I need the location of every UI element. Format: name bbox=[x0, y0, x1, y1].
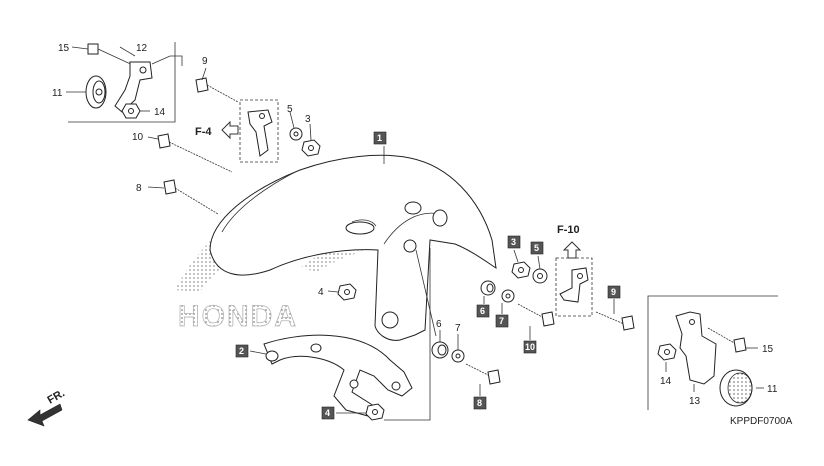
label-7b: 7 bbox=[499, 316, 504, 326]
bracket-2-icon: 2 bbox=[235, 334, 413, 417]
washer-5b-icon: 5 bbox=[530, 241, 548, 284]
front-fender-1-icon: 1 bbox=[209, 131, 497, 341]
label-13: 13 bbox=[689, 396, 701, 407]
bolt-15-icon bbox=[87, 43, 136, 67]
label-11: 11 bbox=[52, 88, 63, 99]
nut-3-icon: 3 bbox=[301, 114, 321, 157]
label-14b: 14 bbox=[660, 376, 672, 387]
label-6: 6 bbox=[436, 319, 442, 330]
washer-5-icon: 5 bbox=[287, 104, 303, 141]
reflector-11-icon: 11 bbox=[719, 369, 778, 407]
label-3b: 3 bbox=[511, 237, 516, 247]
label-11b: 11 bbox=[767, 384, 778, 395]
label-3: 3 bbox=[305, 114, 311, 125]
label-12: 12 bbox=[136, 43, 148, 54]
label-4-lower: 4 bbox=[325, 408, 330, 418]
bolt-8-icon: 8 bbox=[136, 179, 219, 215]
grommet-6b-icon: 6 bbox=[476, 280, 496, 318]
f4-detail: F-4 bbox=[195, 99, 279, 163]
label-15: 15 bbox=[58, 43, 70, 54]
label-5b: 5 bbox=[534, 243, 539, 253]
label-4: 4 bbox=[318, 287, 324, 298]
diagram-code: KPPDF0700A bbox=[730, 416, 793, 427]
f10-detail: F-10 bbox=[555, 224, 593, 317]
watermark-text: HONDA bbox=[178, 300, 298, 333]
ref-f4: F-4 bbox=[195, 126, 212, 138]
label-15b: 15 bbox=[762, 344, 774, 355]
nut-3b-icon: 3 bbox=[507, 235, 531, 279]
inset-top-left: 15 12 11 14 bbox=[52, 42, 183, 123]
nut-4-lower-icon: 4 bbox=[321, 403, 385, 421]
bracket-13-icon: 13 bbox=[675, 311, 717, 407]
grommet-6-icon: 6 bbox=[431, 319, 449, 359]
washer-7b-icon: 7 bbox=[495, 289, 515, 328]
label-8: 8 bbox=[136, 183, 142, 194]
label-6b: 6 bbox=[480, 306, 485, 316]
label-7: 7 bbox=[455, 323, 461, 334]
grommet-11-icon bbox=[85, 75, 107, 109]
front-direction-arrow-icon: FR. bbox=[27, 387, 67, 427]
ref-fr: FR. bbox=[46, 387, 67, 406]
label-5: 5 bbox=[287, 104, 293, 115]
bolt-8-lower-icon: 8 bbox=[465, 363, 501, 410]
bolt-15b-icon: 15 bbox=[707, 327, 774, 355]
label-14: 14 bbox=[154, 107, 166, 118]
label-10b: 10 bbox=[525, 342, 535, 352]
nut-14b-icon: 14 bbox=[657, 343, 677, 387]
label-10: 10 bbox=[132, 132, 144, 143]
washer-7-icon: 7 bbox=[451, 323, 465, 363]
ref-f10: F-10 bbox=[557, 224, 580, 236]
inset-bottom-right: 13 14 15 11 bbox=[647, 295, 778, 410]
label-9: 9 bbox=[202, 56, 208, 67]
label-1: 1 bbox=[377, 133, 382, 143]
nut-4-icon: 4 bbox=[318, 283, 357, 301]
bolt-10b-icon: 10 bbox=[517, 303, 555, 354]
bolt-10-icon: 10 bbox=[132, 132, 233, 173]
label-2: 2 bbox=[239, 346, 244, 356]
bolt-9b-icon: 9 bbox=[595, 285, 635, 331]
label-8-lower: 8 bbox=[477, 398, 482, 408]
nut-14-icon bbox=[121, 103, 141, 119]
bolt-9-icon: 9 bbox=[195, 56, 239, 103]
label-9b: 9 bbox=[611, 287, 616, 297]
